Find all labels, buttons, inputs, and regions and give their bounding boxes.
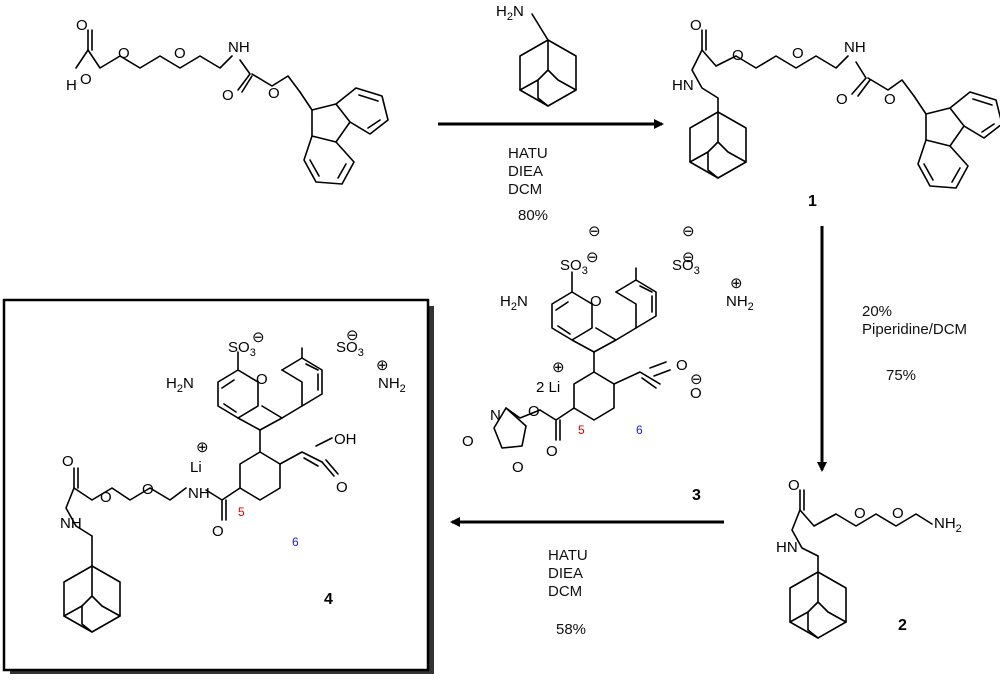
svg-text:O: O xyxy=(222,87,234,104)
svg-text:5: 5 xyxy=(578,423,585,437)
svg-text:HN: HN xyxy=(776,539,798,556)
svg-text:⊖: ⊖ xyxy=(682,223,695,240)
svg-text:O: O xyxy=(142,481,154,498)
svg-text:H2N: H2N xyxy=(166,375,194,395)
svg-text:O: O xyxy=(80,71,92,88)
conditions-step1: HATU DIEA DCM 80% xyxy=(508,145,548,224)
svg-text:SO3: SO3 xyxy=(228,339,256,359)
compound-4: O SO3 SO3 ⊖ ⊖ H2N NH2 ⊕ OH O NH O O O O … xyxy=(60,327,406,633)
svg-text:DIEA: DIEA xyxy=(548,565,583,582)
svg-text:⊖: ⊖ xyxy=(586,249,599,266)
counterion-4: Li xyxy=(190,459,202,476)
svg-text:SO3: SO3 xyxy=(672,257,700,277)
svg-text:O: O xyxy=(792,45,804,62)
label-compound-1: 1 xyxy=(808,193,817,210)
svg-text:O: O xyxy=(100,489,112,506)
label-compound-2: 2 xyxy=(898,617,907,634)
counterion-3: 2 Li xyxy=(536,379,560,396)
svg-text:DCM: DCM xyxy=(548,583,582,600)
svg-text:6: 6 xyxy=(636,423,643,437)
svg-text:HATU: HATU xyxy=(548,547,588,564)
svg-text:O: O xyxy=(462,433,474,450)
svg-text:OH: OH xyxy=(334,431,357,448)
svg-text:O: O xyxy=(836,91,848,108)
svg-text:SO3: SO3 xyxy=(560,257,588,277)
svg-text:O: O xyxy=(690,17,702,34)
svg-text:O: O xyxy=(336,479,348,496)
svg-text:O: O xyxy=(174,45,186,62)
svg-text:O: O xyxy=(62,453,74,470)
svg-text:NH2: NH2 xyxy=(934,515,962,535)
adamantylmethylamine: H2N xyxy=(496,3,577,107)
svg-text:⊖: ⊖ xyxy=(588,223,601,240)
svg-text:H2N: H2N xyxy=(496,3,524,23)
svg-text:75%: 75% xyxy=(886,367,916,384)
svg-text:80%: 80% xyxy=(518,207,548,224)
svg-text:⊖: ⊖ xyxy=(346,327,359,344)
svg-text:DIEA: DIEA xyxy=(508,163,543,180)
svg-text:O: O xyxy=(76,17,88,34)
svg-text:SO3: SO3 xyxy=(336,339,364,359)
svg-text:NH: NH xyxy=(228,39,250,56)
compound-1: O O O NH HN O O 1 xyxy=(672,17,1000,210)
svg-text:⊕: ⊕ xyxy=(552,359,565,376)
svg-text:HN: HN xyxy=(672,77,694,94)
svg-text:O: O xyxy=(854,505,866,522)
svg-text:H2N: H2N xyxy=(500,293,528,313)
svg-text:⊖: ⊖ xyxy=(690,371,703,388)
svg-text:H: H xyxy=(66,77,77,94)
svg-text:5: 5 xyxy=(238,505,245,519)
svg-text:O: O xyxy=(268,85,280,102)
svg-text:O: O xyxy=(528,403,540,420)
svg-text:N: N xyxy=(490,407,501,424)
svg-text:HATU: HATU xyxy=(508,145,548,162)
svg-text:DCM: DCM xyxy=(508,181,542,198)
conditions-step2: 20% Piperidine/DCM 75% xyxy=(862,303,967,384)
svg-text:O: O xyxy=(676,357,688,374)
svg-text:⊕: ⊕ xyxy=(196,439,209,456)
svg-text:NH2: NH2 xyxy=(378,375,406,395)
svg-text:⊕: ⊕ xyxy=(376,357,389,374)
conditions-step3: HATU DIEA DCM 58% xyxy=(548,547,588,638)
label-compound-4: 4 xyxy=(324,591,333,608)
svg-text:Piperidine/DCM: Piperidine/DCM xyxy=(862,321,967,338)
svg-text:O: O xyxy=(788,477,800,494)
svg-text:NH2: NH2 xyxy=(726,293,754,313)
svg-text:NH: NH xyxy=(188,485,210,502)
svg-text:O: O xyxy=(892,505,904,522)
svg-text:O: O xyxy=(212,523,224,540)
svg-text:O: O xyxy=(590,293,602,310)
svg-text:⊖: ⊖ xyxy=(682,249,695,266)
svg-text:NH: NH xyxy=(844,39,866,56)
svg-text:O: O xyxy=(118,45,130,62)
svg-text:O: O xyxy=(690,385,702,402)
starting-material: O H O O O NH O O xyxy=(66,17,389,185)
svg-text:6: 6 xyxy=(292,535,299,549)
svg-text:⊕: ⊕ xyxy=(730,275,743,292)
svg-text:NH: NH xyxy=(60,515,82,532)
compound-2: O O O NH2 HN 2 xyxy=(776,477,962,639)
svg-text:O: O xyxy=(732,47,744,64)
svg-text:⊖: ⊖ xyxy=(252,329,265,346)
svg-text:O: O xyxy=(546,443,558,460)
svg-text:20%: 20% xyxy=(862,303,892,320)
compound-3: O SO3 SO3 ⊖ ⊖ ⊖ ⊖ H2N NH2 ⊕ O ⊖ O O O N … xyxy=(462,223,754,504)
svg-text:O: O xyxy=(512,459,524,476)
svg-text:58%: 58% xyxy=(556,621,586,638)
svg-text:O: O xyxy=(884,91,896,108)
svg-text:O: O xyxy=(256,371,268,388)
label-compound-3: 3 xyxy=(692,487,701,504)
